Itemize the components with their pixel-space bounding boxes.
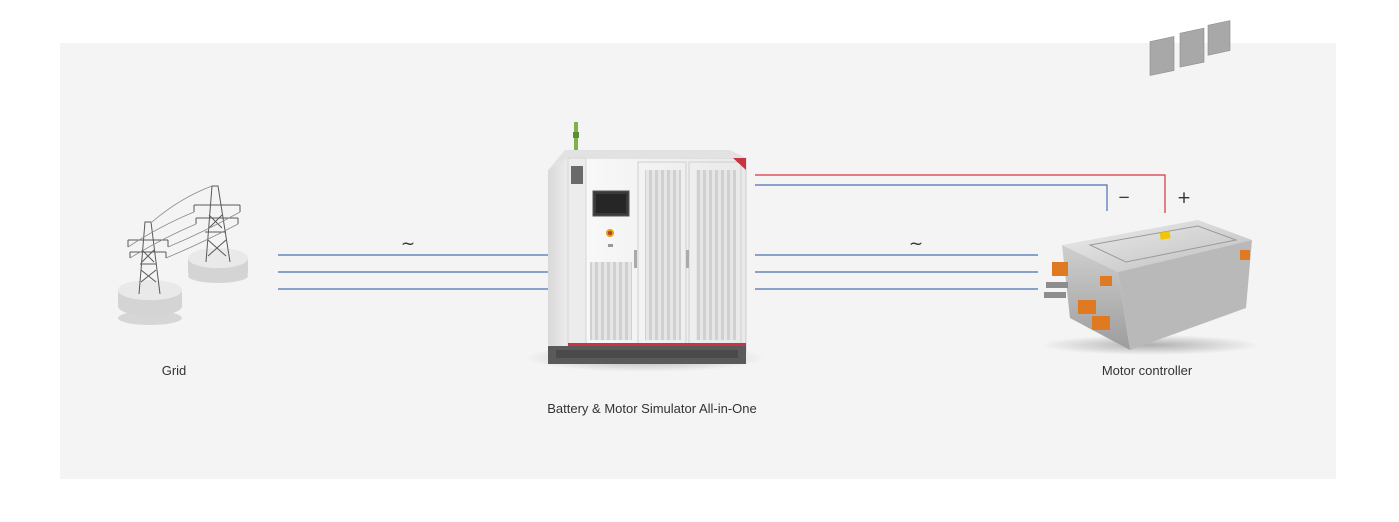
dc-negative-symbol: −	[1117, 188, 1131, 206]
signal-light-icon	[574, 122, 578, 158]
ac-symbol-left: ~	[400, 234, 416, 254]
vent-panel-1	[645, 170, 681, 340]
warning-label-icon	[1159, 231, 1171, 240]
grid-label: Grid	[161, 363, 187, 378]
simulator-cabinet-icon	[525, 122, 765, 372]
motor-controller-icon	[1040, 20, 1260, 355]
dc-positive-symbol: +	[1176, 188, 1192, 208]
vent-panel-2	[696, 170, 736, 340]
ac-lines-simulator-to-controller	[755, 254, 1038, 290]
orange-connector-icon	[1052, 262, 1112, 330]
dc-negative-line	[755, 184, 1108, 211]
ac-lines-grid-to-simulator	[278, 254, 548, 290]
grid-pylons-icon	[118, 185, 248, 325]
simulator-label: Battery & Motor Simulator All-in-One	[547, 401, 757, 416]
vent-panel-3	[590, 262, 632, 340]
controller-label: Motor controller	[1101, 363, 1193, 378]
ac-symbol-right: ~	[908, 234, 924, 254]
dc-positive-line	[755, 174, 1166, 213]
